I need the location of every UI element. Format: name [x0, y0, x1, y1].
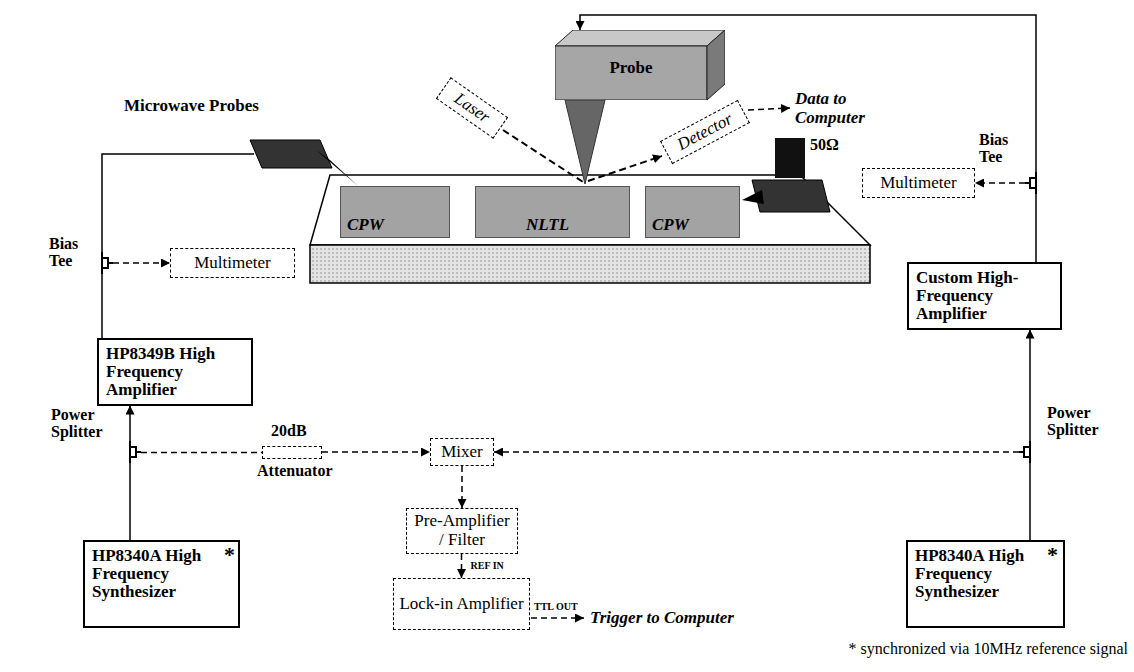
nltl-region: NLTL — [475, 186, 630, 238]
bias-tee: Bias Tee — [91, 252, 113, 274]
amplifier-box: HP8349B High Frequency Amplifier — [97, 338, 253, 406]
port-name: TTL OUT — [534, 601, 578, 612]
symbol-glyph — [91, 252, 113, 274]
cpw-region: CPW — [645, 186, 740, 238]
node-text: Attenuator — [257, 463, 333, 480]
trigger-arrow — [531, 617, 584, 619]
connector — [322, 451, 430, 453]
symbol-glyph — [1025, 172, 1047, 194]
probe-tip — [742, 190, 764, 204]
lockin-box: Lock-in Amplifier — [393, 578, 530, 630]
node-text: Mixer — [441, 443, 483, 462]
probe-label: Microwave Probes — [124, 96, 259, 116]
footnote-mark: * — [224, 542, 235, 568]
node-text: CPW — [347, 215, 384, 235]
node-text: Multimeter — [194, 254, 270, 273]
node-text: Probe — [555, 30, 707, 78]
laser-beam — [588, 156, 662, 181]
footnote: * synchronized via 10MHz reference signa… — [849, 640, 1128, 658]
symbol-stroke — [102, 252, 113, 274]
output-note: Trigger to Computer — [590, 608, 734, 628]
node-text: 20dB — [271, 423, 307, 440]
detector-box: Detector — [660, 100, 750, 164]
node-text: NLTL — [526, 215, 569, 235]
laser-beam — [503, 130, 583, 182]
multimeter-box: Multimeter — [170, 248, 295, 278]
microwave-probe — [752, 180, 830, 212]
probe-face — [707, 30, 725, 100]
load-block — [775, 138, 805, 178]
mixer-box: Mixer — [430, 438, 494, 466]
node-text: Pre-Amplifier / Filter — [411, 512, 513, 549]
symbol-stroke — [1025, 172, 1036, 194]
data-arrow — [748, 108, 790, 110]
node-text: Power Splitter — [51, 407, 115, 441]
synthesizer-box: HP8340A High Frequency Synthesizer — [906, 540, 1065, 628]
power-splitter: Power Splitter — [119, 441, 141, 463]
microwave-probe — [250, 140, 332, 168]
connector — [113, 262, 170, 264]
output-note: Data to Computer — [795, 90, 895, 127]
load-label: 50Ω — [810, 136, 839, 154]
node-text: Lock-in Amplifier — [399, 595, 523, 614]
cpw-region: CPW — [340, 186, 450, 238]
synthesizer-box: HP8340A High Frequency Synthesizer — [83, 540, 240, 628]
chip-substrate — [310, 245, 870, 283]
node-text: Power Splitter — [1047, 405, 1113, 439]
preamp-box: Pre-Amplifier / Filter — [406, 508, 518, 554]
probe-tip — [565, 100, 605, 184]
laser-box: Laser — [436, 77, 508, 138]
multimeter-box: Multimeter — [862, 168, 975, 198]
bias-tee: Bias Tee — [1025, 172, 1047, 194]
node-text: Custom High-Frequency Amplifier — [916, 269, 1053, 323]
node-text: HP8340A High Frequency Synthesizer — [92, 547, 231, 601]
probe-face — [555, 30, 725, 46]
node-text: Bias Tee — [979, 132, 1021, 166]
edge-label: REF IN — [470, 560, 505, 571]
attenuator: 20dBAttenuator — [262, 446, 322, 459]
node-text: Bias Tee — [49, 236, 87, 270]
connector — [129, 406, 131, 441]
symbol-glyph — [119, 441, 141, 463]
node-text: HP8340A High Frequency Synthesizer — [915, 547, 1056, 601]
rf-wire — [102, 154, 254, 252]
probe-tip — [316, 150, 358, 186]
connector — [494, 451, 1019, 453]
symbol-stroke — [1019, 441, 1030, 463]
probe-block: Probe — [555, 30, 725, 100]
connector — [129, 463, 131, 540]
connector — [461, 466, 463, 508]
symbol-stroke — [130, 441, 141, 463]
node-text: Multimeter — [880, 174, 956, 193]
node-text: Detector — [674, 109, 736, 155]
footnote-mark: * — [1047, 542, 1058, 568]
connector — [1029, 330, 1031, 441]
connector — [461, 554, 463, 578]
connector — [141, 452, 262, 454]
amplifier-box: Custom High-Frequency Amplifier — [907, 262, 1062, 330]
connector — [1035, 194, 1037, 262]
node-text: Laser — [450, 89, 493, 128]
power-splitter: Power Splitter — [1019, 441, 1041, 463]
connector — [101, 274, 103, 338]
connector — [975, 182, 1025, 184]
connector — [1029, 463, 1031, 540]
node-text: HP8349B High Frequency Amplifier — [106, 345, 244, 399]
node-text: CPW — [652, 215, 689, 235]
chip-top — [310, 175, 870, 245]
symbol-glyph — [1019, 441, 1041, 463]
